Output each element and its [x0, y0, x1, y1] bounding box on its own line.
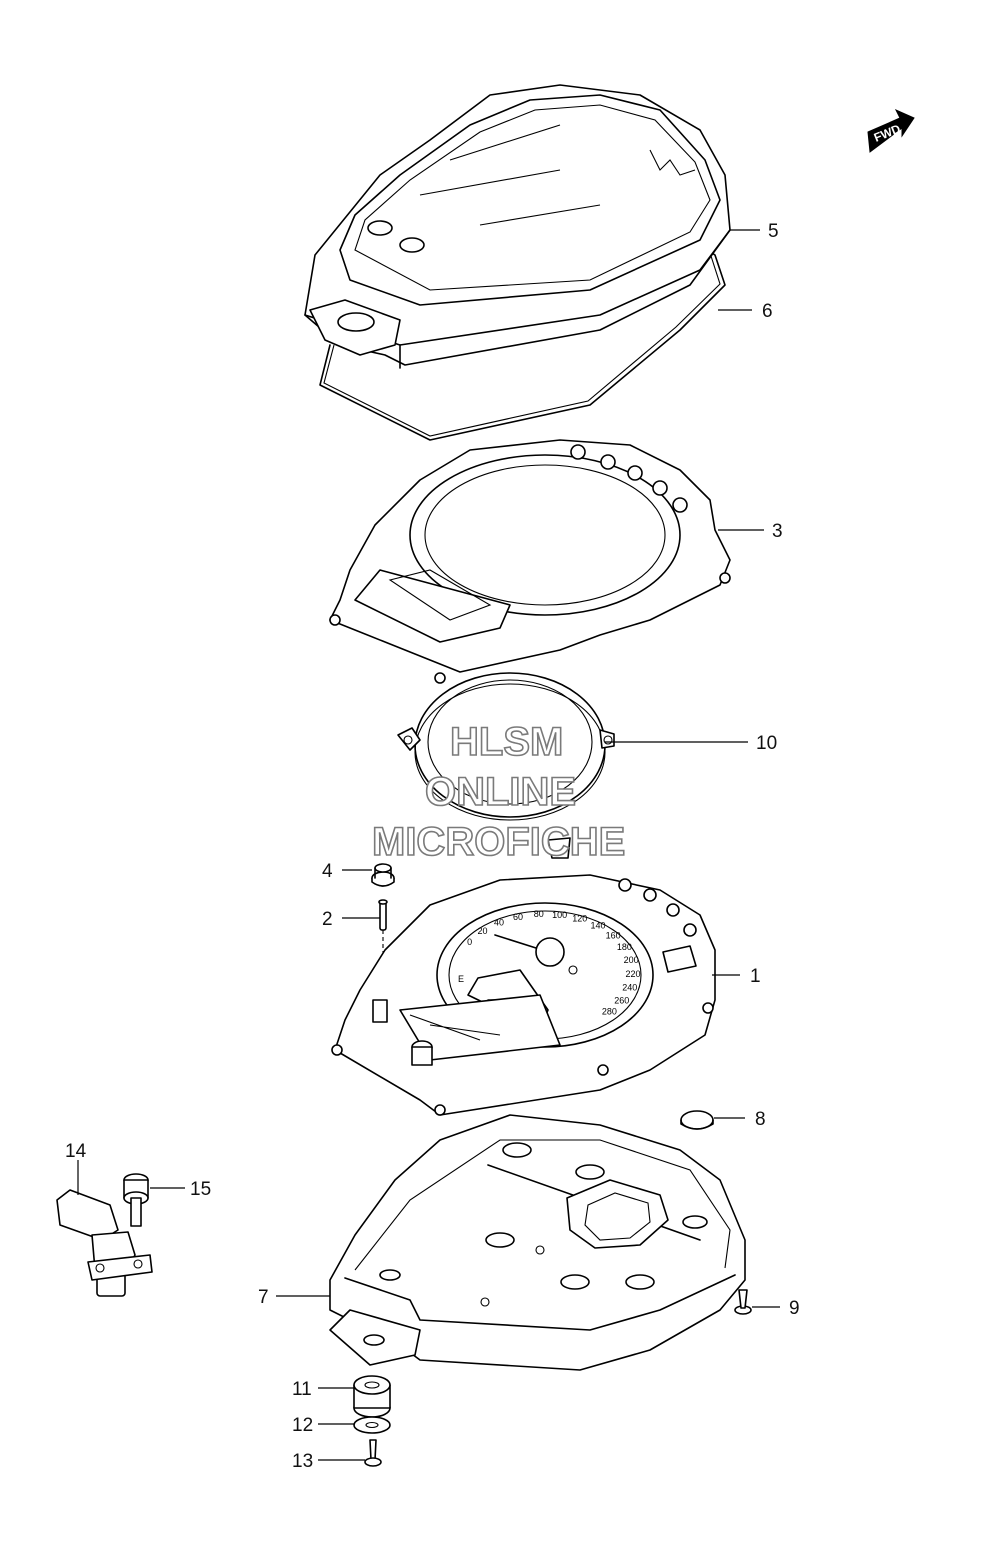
callout-2: 2 [322, 909, 333, 930]
part-7-lower-case [329, 1114, 746, 1371]
part-10-bezel-ring [397, 672, 615, 859]
watermark-line-1: HLSM [450, 720, 563, 764]
callout-5: 5 [768, 221, 779, 242]
callout-4: 4 [322, 861, 333, 882]
part-5-upper-cover [304, 84, 731, 369]
part-12-washer [353, 1416, 391, 1434]
fuel-empty-mark: E [458, 974, 464, 984]
speedo-tick-label: 240 [622, 983, 637, 993]
watermark-line-3: MICROFICHE [372, 820, 625, 864]
speedo-tick-label: 0 [467, 937, 472, 947]
speedo-tick-label: 60 [513, 912, 523, 922]
callout-7: 7 [258, 1287, 269, 1308]
speedo-tick-label: 80 [534, 909, 544, 919]
part-3-middle-housing [329, 439, 731, 684]
speedo-tick-label: 180 [617, 942, 632, 952]
speedo-tick-label: 200 [624, 955, 639, 965]
callout-labels: 5 6 3 10 4 2 1 8 14 15 7 9 11 12 13 [65, 221, 800, 1472]
callout-12: 12 [292, 1415, 313, 1436]
speedo-tick-label: 100 [552, 910, 567, 920]
callout-13: 13 [292, 1451, 313, 1472]
watermark: HLSM ONLINE MICROFICHE [371, 719, 626, 865]
callout-15: 15 [190, 1179, 211, 1200]
callout-11: 11 [292, 1379, 312, 1400]
callout-3: 3 [772, 521, 783, 542]
speedo-tick-label: 40 [494, 918, 504, 928]
part-13-screw [364, 1439, 382, 1467]
speedo-tick-label: 20 [477, 926, 487, 936]
fwd-arrow-icon: FWD [867, 108, 915, 153]
speedo-tick-label: 160 [606, 930, 621, 940]
callout-8: 8 [755, 1109, 766, 1130]
speedo-tick-label: 140 [590, 921, 605, 931]
part-8-cap [680, 1110, 714, 1130]
part-4-grommet-cap [371, 863, 395, 887]
part-11-grommet [353, 1375, 391, 1418]
part-1-meter-assembly: E F 020406080100120140160180200220240260… [331, 874, 716, 1116]
part-9-screw [734, 1289, 752, 1315]
callout-6: 6 [762, 301, 773, 322]
speedo-tick-label: 220 [625, 969, 640, 979]
part-14-speed-sensor [56, 1189, 153, 1297]
callout-10: 10 [756, 733, 777, 754]
callout-1: 1 [750, 966, 761, 987]
part-15-bolt [123, 1173, 149, 1227]
part-6-gasket [319, 244, 726, 441]
speedo-tick-label: 120 [572, 914, 587, 924]
leader-lines [77, 229, 780, 1461]
fwd-label: FWD [872, 121, 903, 144]
speedo-tick-label: 280 [602, 1007, 617, 1017]
speedo-tick-label: 260 [614, 995, 629, 1005]
watermark-line-2: ONLINE [425, 770, 576, 814]
callout-14: 14 [65, 1141, 87, 1162]
callout-9: 9 [789, 1298, 800, 1319]
